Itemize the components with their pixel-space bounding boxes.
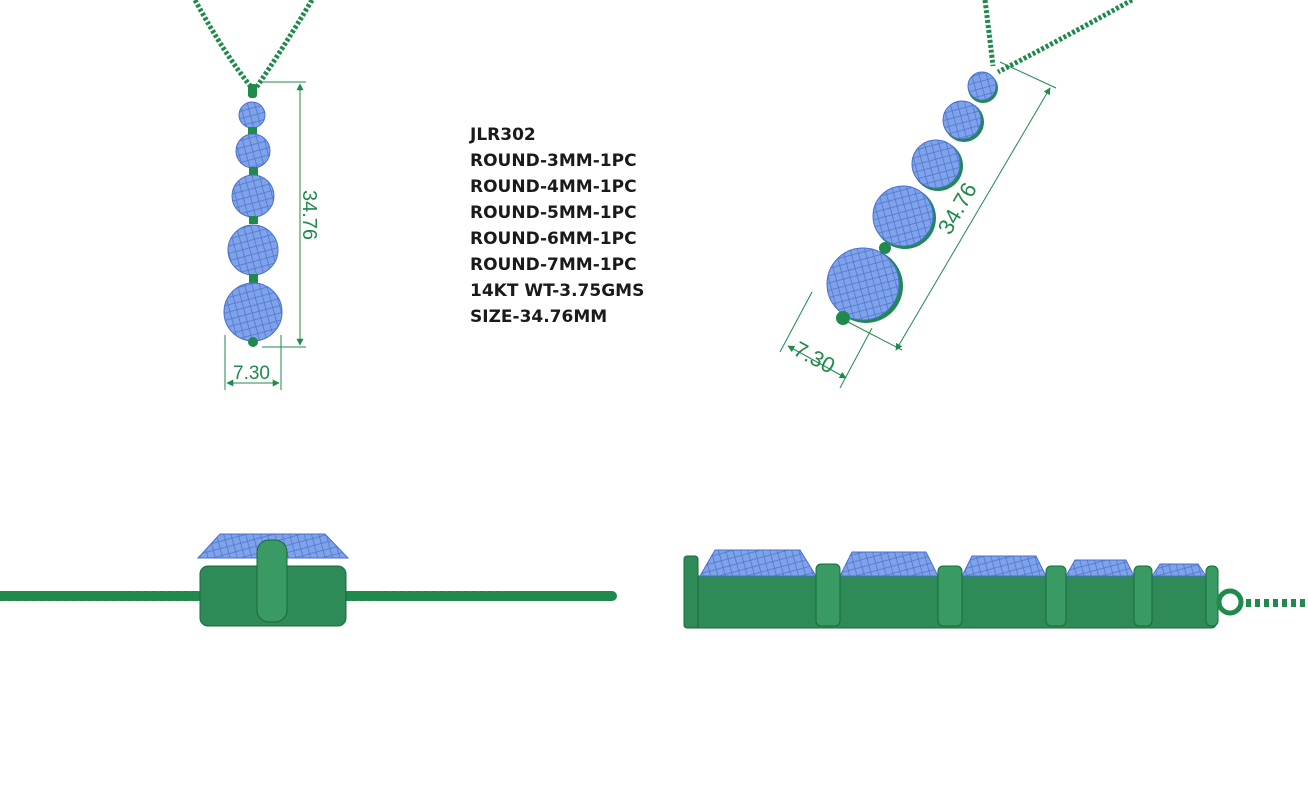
spec-block: JLR302 ROUND-3MM-1PC ROUND-4MM-1PC ROUND… <box>470 122 644 330</box>
width-dimension-angled <box>779 291 873 389</box>
stones-profile <box>699 549 1207 577</box>
prongs-profile <box>815 563 1219 627</box>
width-label-front: 7.30 <box>233 363 270 384</box>
bail-side <box>256 539 288 623</box>
profile-view <box>683 549 1308 629</box>
spec-line-stone-4mm: ROUND-4MM-1PC <box>470 177 637 197</box>
spec-line-weight: 14KT WT-3.75GMS <box>470 281 645 301</box>
side-view <box>0 533 617 627</box>
length-dimension-angled <box>847 61 1057 351</box>
spec-line-code: JLR302 <box>470 125 536 145</box>
stone-stack-front <box>223 101 283 347</box>
jump-ring <box>1216 588 1244 616</box>
spec-line-stone-3mm: ROUND-3MM-1PC <box>470 151 637 171</box>
spec-line-stone-5mm: ROUND-5MM-1PC <box>470 203 637 223</box>
chain-angled <box>982 0 1134 75</box>
spec-line-size: SIZE-34.76MM <box>470 307 608 327</box>
bail <box>248 84 257 98</box>
spec-line-stone-7mm: ROUND-7MM-1PC <box>470 255 637 275</box>
angled-view: 34.76 7.30 <box>779 0 1134 389</box>
front-view: 34.76 7.30 <box>192 0 320 390</box>
length-dimension-front <box>262 81 306 348</box>
chain-front <box>192 0 315 90</box>
length-label-front: 34.76 <box>298 190 320 240</box>
spec-line-stone-6mm: ROUND-6MM-1PC <box>470 229 637 249</box>
width-dimension-front <box>224 335 282 390</box>
width-label-angled: 7.30 <box>790 336 840 378</box>
